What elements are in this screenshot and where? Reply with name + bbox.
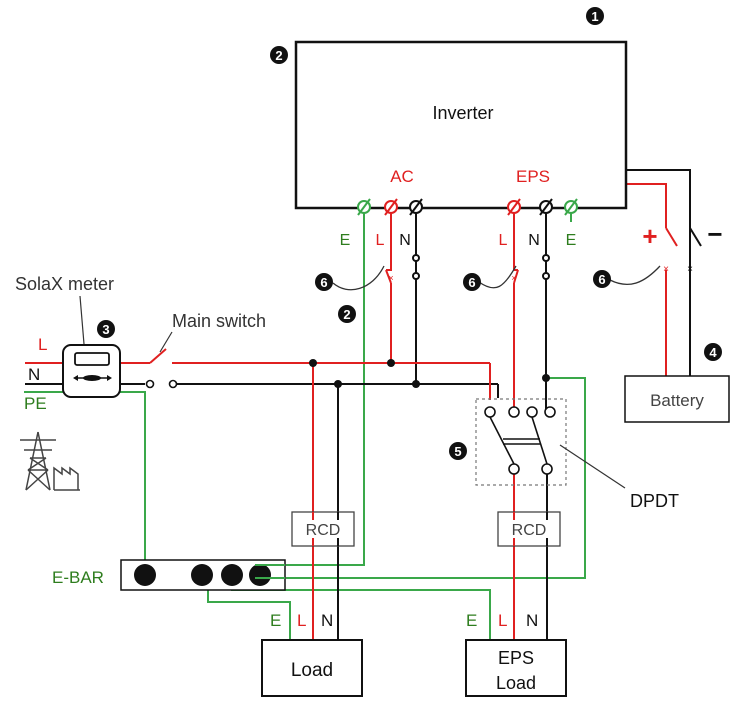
callout-6-ac: 6	[315, 273, 333, 291]
callout-arrows	[332, 265, 661, 291]
rcd-load: RCD	[291, 511, 355, 547]
eps-terminal-n-label: N	[528, 232, 540, 249]
svg-text:4: 4	[709, 345, 717, 360]
dpdt-leader-line	[559, 444, 626, 489]
callout-5: 5	[449, 442, 467, 460]
callout-3: 3	[97, 320, 115, 338]
eps-label: EPS	[516, 167, 550, 186]
svg-text:×: ×	[663, 264, 669, 275]
battery-label: Battery	[650, 391, 704, 410]
svg-text:×: ×	[687, 264, 693, 275]
grid-n-label: N	[28, 365, 40, 384]
ac-terminal-e	[357, 198, 371, 216]
callout-1: 1	[586, 7, 604, 25]
ac-terminal-n-label: N	[399, 232, 411, 249]
grid-l-label: L	[38, 335, 47, 354]
svg-text:6: 6	[320, 275, 327, 290]
dc-minus-label: −	[707, 219, 722, 249]
ebar-label: E-BAR	[52, 568, 104, 587]
line-wiring	[25, 183, 667, 640]
ac-label: AC	[390, 167, 414, 186]
dc-plus-label: +	[642, 221, 657, 251]
inverter-title: Inverter	[432, 103, 493, 123]
eps-load-e-label: E	[466, 611, 477, 630]
eps-load-label-line1: EPS	[498, 648, 534, 668]
svg-text:6: 6	[598, 272, 605, 287]
callout-2-inverter: 2	[270, 46, 288, 64]
svg-text:×: ×	[388, 273, 393, 283]
load-label: Load	[291, 660, 333, 681]
load-e-label: E	[270, 611, 281, 630]
earth-bar	[120, 559, 286, 591]
eps-terminal-l-label: L	[499, 232, 508, 249]
svg-text:1: 1	[591, 9, 598, 24]
svg-text:2: 2	[275, 48, 282, 63]
meter-leader-line	[79, 295, 85, 345]
eps-terminal-e-label: E	[566, 232, 577, 249]
power-pylon-factory-icon	[20, 431, 80, 491]
load-l-label: L	[297, 611, 306, 630]
svg-text:6: 6	[468, 275, 475, 290]
svg-text:×: ×	[511, 273, 516, 283]
dpdt-label: DPDT	[630, 491, 679, 511]
rcd-eps-label: RCD	[512, 522, 547, 539]
meter-label: SolaX meter	[15, 274, 114, 294]
callout-4: 4	[704, 343, 722, 361]
ac-breaker-switch: ×	[385, 254, 420, 284]
ac-terminal-n	[409, 198, 423, 216]
eps-terminal-l	[507, 198, 521, 216]
svg-text:5: 5	[454, 444, 461, 459]
junction-dots	[309, 359, 550, 388]
svg-text:2: 2	[343, 307, 350, 322]
rcd-eps: RCD	[497, 511, 561, 547]
callout-2-ac: 2	[338, 305, 356, 323]
main-switch-label: Main switch	[172, 311, 266, 331]
load-box: Load	[261, 639, 363, 697]
inverter: Inverter AC EPS E L	[294, 40, 723, 251]
dc-switch: × ×	[663, 227, 702, 275]
load-n-label: N	[321, 611, 333, 630]
eps-load-n-label: N	[526, 611, 538, 630]
earth-wiring	[24, 207, 586, 640]
eps-load-l-label: L	[498, 611, 507, 630]
rcd-load-label: RCD	[306, 522, 341, 539]
eps-terminal-n	[539, 198, 553, 216]
eps-load-label-line2: Load	[496, 673, 536, 693]
main-switch	[145, 348, 178, 389]
dpdt-switch	[475, 398, 567, 486]
inverter-box	[294, 40, 628, 210]
ac-terminal-e-label: E	[340, 232, 351, 249]
callout-6-eps: 6	[463, 273, 481, 291]
eps-breaker-switch: ×	[511, 254, 550, 284]
eps-terminal-e	[564, 198, 578, 216]
battery: Battery	[624, 375, 730, 423]
ac-terminal-l-label: L	[376, 232, 385, 249]
main-switch-leader-line	[159, 331, 173, 353]
solax-meter	[62, 344, 121, 398]
ac-terminal-l	[384, 198, 398, 216]
svg-text:3: 3	[102, 322, 109, 337]
eps-load-box: EPS Load	[465, 639, 567, 697]
callout-6-dc: 6	[593, 270, 611, 288]
grid-pe-label: PE	[24, 394, 47, 413]
